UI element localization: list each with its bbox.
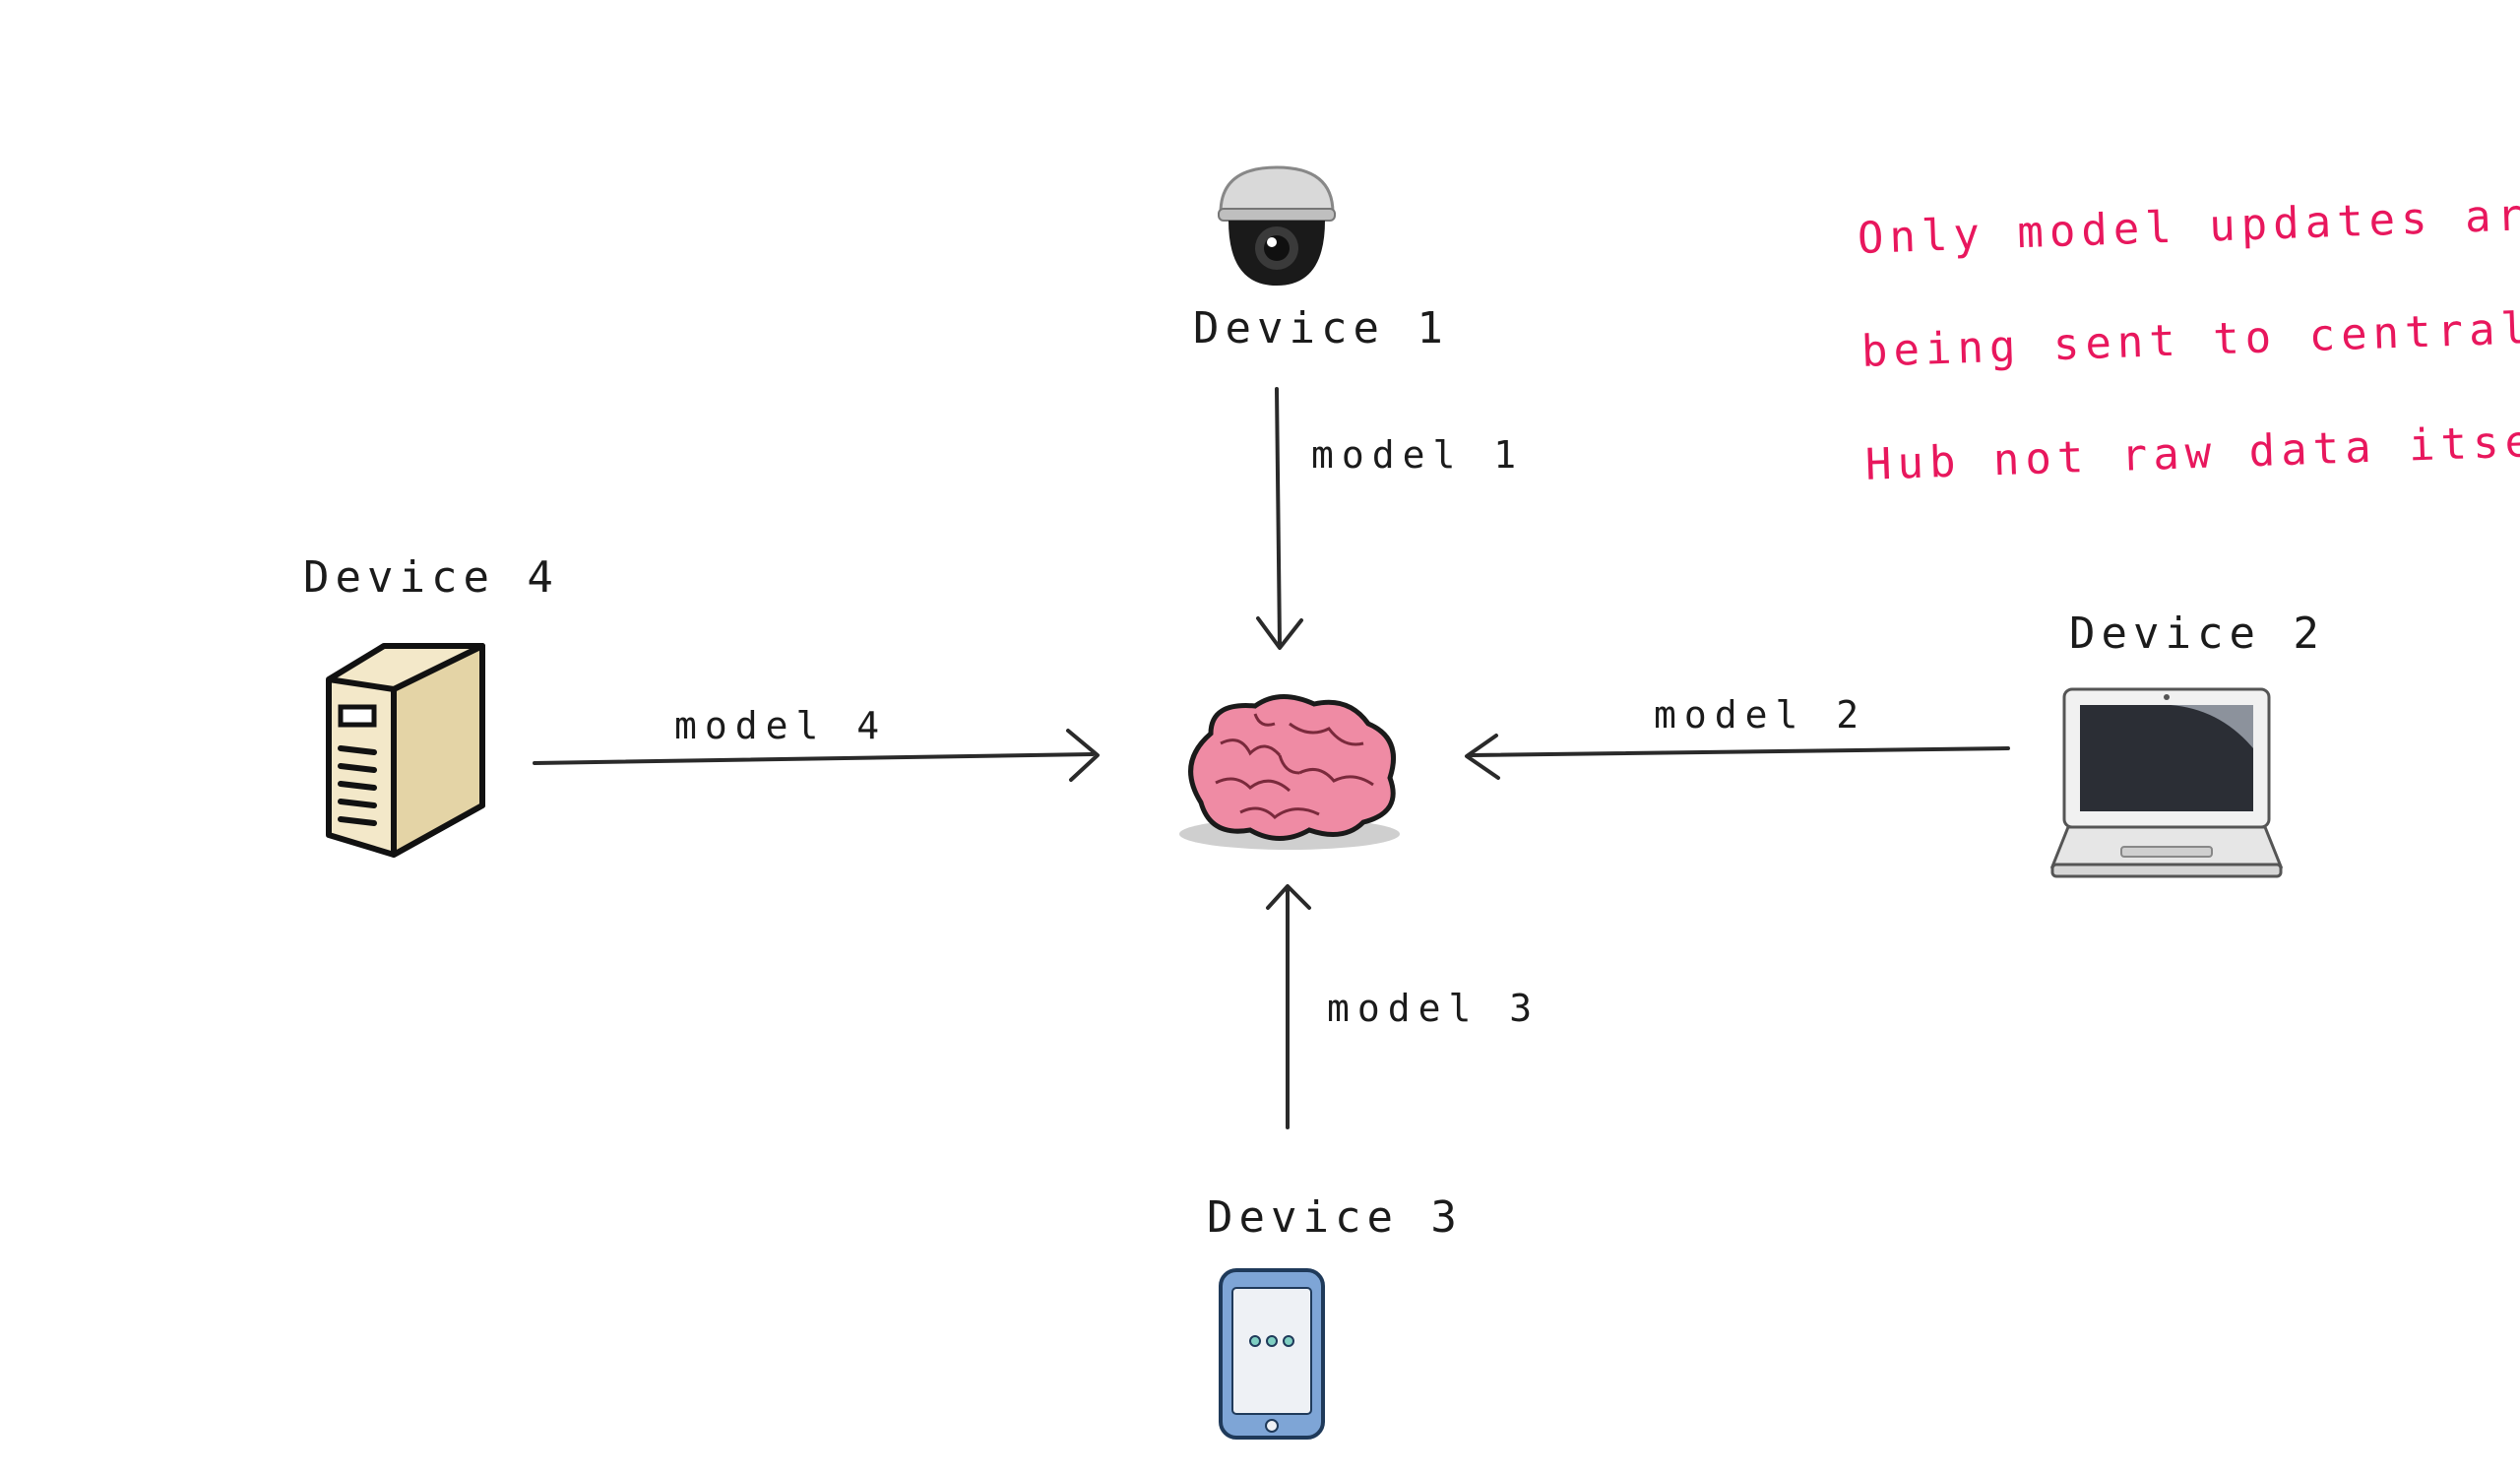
note-line: being sent to central [1860, 303, 2520, 377]
brain-icon [1179, 693, 1400, 850]
note-line: Hub not raw data itself [1864, 414, 2520, 490]
device-2-label: Device 2 [2069, 609, 2325, 659]
note-line: Only model updates are [1857, 189, 2520, 264]
edge-label-model-4: model 4 [674, 704, 888, 747]
edge-label-model-3: model 3 [1327, 987, 1541, 1030]
server-tower-icon [326, 643, 485, 858]
security-camera-icon [1218, 165, 1336, 286]
device-3-label: Device 3 [1207, 1192, 1463, 1243]
smartphone-icon [1219, 1268, 1325, 1440]
edge-arrow-model-3 [1266, 884, 1311, 1129]
annotation-note: Only model updates are being sent to cen… [1856, 160, 2520, 522]
edge-arrow-model-2 [1465, 734, 2010, 780]
device-4-label: Device 4 [303, 552, 559, 603]
edge-label-model-1: model 1 [1311, 433, 1525, 477]
edge-arrow-model-1 [1256, 387, 1303, 650]
edge-label-model-2: model 2 [1654, 693, 1867, 737]
device-1-label: Device 1 [1193, 303, 1449, 353]
edge-arrow-model-4 [533, 729, 1100, 782]
laptop-icon [2049, 687, 2284, 878]
